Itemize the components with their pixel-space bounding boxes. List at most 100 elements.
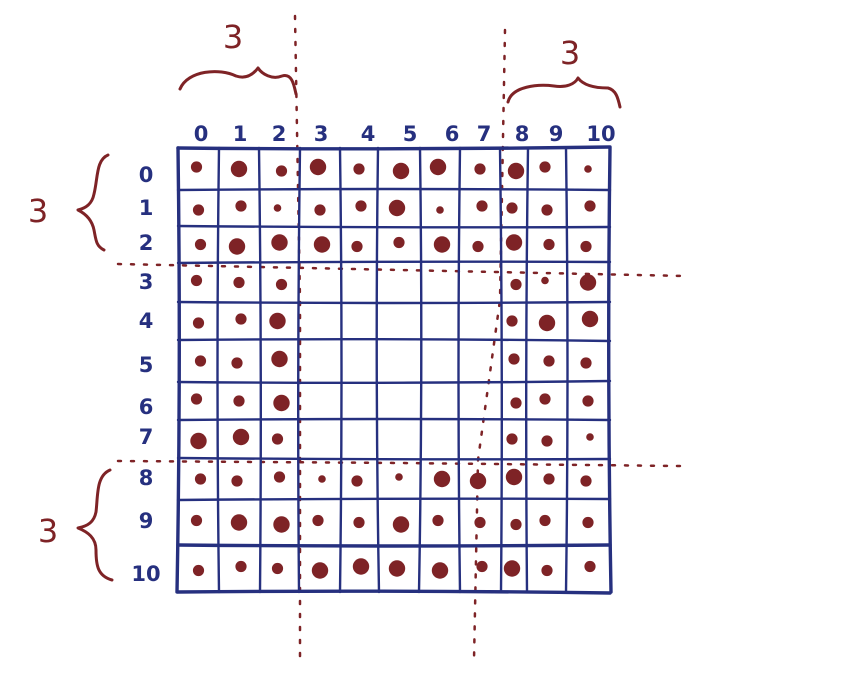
cell-dot [474, 163, 486, 175]
cell-dot [235, 313, 247, 325]
grid-col-line [338, 146, 343, 594]
cell-dot [539, 393, 551, 405]
row-label: 1 [139, 196, 154, 220]
cell-dot [506, 315, 518, 327]
cell-dot [472, 240, 484, 253]
cell-dot [273, 204, 282, 212]
cell-dot [352, 558, 370, 575]
row-label: 3 [139, 270, 154, 294]
grid-lines [175, 145, 613, 595]
cell-dot [584, 200, 596, 212]
cell-dot [230, 514, 248, 531]
brace-left-top [76, 153, 110, 252]
grid-row-line [176, 300, 612, 305]
halo-boundary-horizontal-top [116, 262, 687, 278]
cell-dot [582, 516, 594, 529]
cell-dot [505, 234, 523, 251]
halo-boundary-vertical-right [472, 28, 507, 662]
column-label: 5 [403, 122, 418, 146]
halo-boundary-horizontal-bottom [116, 459, 682, 468]
cell-dot [510, 278, 522, 291]
grid-row-line [176, 456, 612, 461]
grid-row-line [176, 589, 612, 595]
row-label: 5 [139, 353, 154, 377]
cell-dot [313, 236, 331, 253]
cell-dot [580, 357, 592, 369]
grid-row-line [176, 224, 612, 229]
cell-dot [469, 472, 487, 490]
cell-dot [541, 204, 553, 216]
cell-dot [433, 236, 451, 253]
cell-dot [433, 470, 451, 488]
row-label: 0 [139, 163, 154, 187]
cell-dot [581, 310, 599, 328]
cell-dot [271, 433, 284, 445]
cell-dot [584, 560, 596, 573]
grid-row-line [176, 543, 612, 548]
grid-row-line [176, 379, 612, 384]
cell-dot [543, 355, 555, 367]
cell-dot [190, 161, 203, 173]
cell-dot [355, 200, 367, 212]
cell-dot [275, 278, 288, 291]
cell-dot [194, 238, 207, 251]
cell-dot [311, 562, 329, 579]
cell-dot [503, 560, 521, 577]
cell-dot [232, 428, 250, 446]
grid-row-line [176, 145, 612, 151]
column-label: 8 [515, 122, 530, 146]
braces [76, 66, 622, 582]
cell-dot [312, 514, 324, 527]
cell-dot [309, 158, 327, 176]
cell-dot [586, 433, 594, 441]
grid-col-line [297, 146, 302, 594]
row-label: 2 [139, 231, 154, 255]
cell-dot [192, 204, 205, 216]
cell-dot [580, 475, 592, 487]
grid-col-line [525, 146, 530, 594]
brace-left-bottom [76, 468, 114, 582]
cell-dot [395, 473, 403, 481]
grid-col-line [498, 146, 503, 594]
cell-dot [539, 161, 551, 173]
grid-col-line [417, 146, 423, 594]
cell-dot [541, 435, 553, 447]
cell-dot [273, 394, 290, 412]
cell-dot [393, 236, 405, 249]
row-label: 7 [139, 425, 154, 449]
cell-dot [228, 238, 246, 255]
cell-dot [269, 312, 286, 330]
cell-dot [392, 516, 410, 533]
cell-dot [539, 514, 551, 527]
column-label: 0 [194, 122, 209, 146]
grid-col-line [175, 146, 181, 594]
cell-dot [507, 162, 525, 180]
cell-dot [579, 274, 597, 291]
cell-dot [431, 562, 449, 579]
halo-width-labels: 3 3 3 3 [28, 18, 580, 550]
cell-dot [192, 564, 205, 577]
cell-dot [230, 160, 248, 178]
cell-dot [353, 163, 365, 175]
halo-label-top-right: 3 [560, 34, 580, 72]
halo-label-left-bottom: 3 [38, 512, 58, 550]
grid-row-line [176, 417, 612, 422]
grid-row-line [176, 497, 612, 502]
cell-dot [541, 276, 549, 285]
row-label: 6 [139, 395, 154, 419]
cell-dot [476, 560, 488, 573]
grid-col-line [375, 146, 381, 594]
cell-dot [436, 206, 444, 214]
cell-dot [194, 355, 207, 367]
cell-dot [506, 202, 518, 214]
grid-row-line [176, 260, 612, 265]
cell-dot [231, 357, 243, 369]
brace-top-right [506, 76, 622, 109]
halo-label-top-left: 3 [223, 18, 243, 56]
cell-dot [392, 162, 410, 180]
cell-dot [194, 473, 207, 485]
column-label: 4 [361, 122, 376, 146]
row-label: 10 [131, 562, 160, 586]
